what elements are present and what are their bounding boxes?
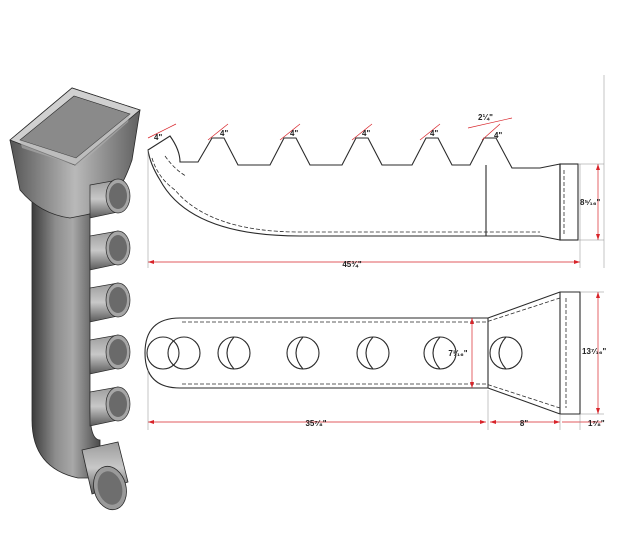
dim-extra-spacing: 2¼" — [478, 113, 493, 122]
dim-spacing-1: 4" — [154, 133, 162, 142]
dim-spacing-5: 4" — [430, 129, 438, 138]
side-port-stubs — [89, 178, 131, 427]
dim-outlet-width: 13⁷⁄₁₆" — [582, 347, 606, 356]
dim-taper-length: 8" — [520, 419, 528, 428]
top-view-dimensions — [147, 75, 605, 268]
dim-body-width: 7³⁄₁₆" — [448, 349, 467, 358]
dim-body-length: 35⁷⁄₈" — [305, 419, 326, 428]
dim-spacing-3: 4" — [290, 129, 298, 138]
manifold-3d-render — [9, 87, 141, 511]
dim-flange-length: 1⁷⁄₈" — [588, 419, 605, 428]
dim-spacing-4: 4" — [362, 129, 370, 138]
bottom-view-drawing — [144, 291, 581, 415]
dim-overall-length: 45¾" — [342, 260, 362, 269]
dim-outlet-height: 8⁵⁄₁₆" — [580, 198, 600, 207]
dim-spacing-6: 4" — [494, 131, 502, 140]
dim-spacing-2: 4" — [220, 129, 228, 138]
top-view-drawing — [147, 135, 579, 241]
bottom-view-dimensions — [147, 291, 604, 430]
